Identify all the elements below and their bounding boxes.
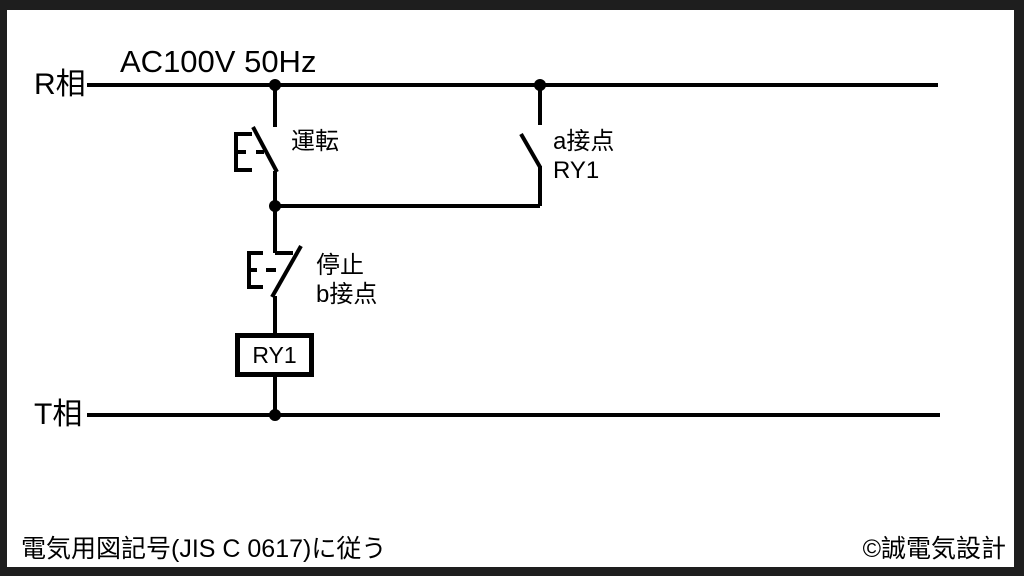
t-phase-rail-label: T相 [34,398,83,431]
stop-button-label-name: 停止 [316,252,364,279]
frame-left-bar [0,0,7,576]
frame-bottom-bar [0,567,1024,576]
relay-coil-box-icon [235,333,314,377]
a-contact-label-type: a接点 [553,128,615,155]
run-button-label: 運転 [291,128,339,155]
junction-dot [269,200,281,212]
supply-voltage-title: AC100V 50Hz [120,44,317,79]
stop-button-label-type: b接点 [316,281,378,308]
run-button-actuator-icon [234,132,252,172]
copyright-credit: ©誠電気設計 [862,535,1006,563]
a-contact-label: a接点 RY1 [553,127,614,185]
stop-button-actuator-icon [247,251,263,289]
stop-button-contact-blade-icon [270,245,303,298]
frame-top-bar [0,0,1024,10]
standard-note: 電気用図記号(JIS C 0617)に従う [21,535,387,563]
a-contact-blade-icon [519,133,542,168]
relay-coil-label: RY1 [252,341,297,368]
junction-dot [269,79,281,91]
run-button-contact-blade-icon [251,126,279,173]
stop-button-label: 停止 b接点 [316,251,377,309]
junction-dot [534,79,546,91]
frame-right-bar [1014,0,1024,576]
junction-dot [269,409,281,421]
a-contact-label-relay-name: RY1 [553,157,600,184]
r-phase-rail-label: R相 [34,68,86,101]
